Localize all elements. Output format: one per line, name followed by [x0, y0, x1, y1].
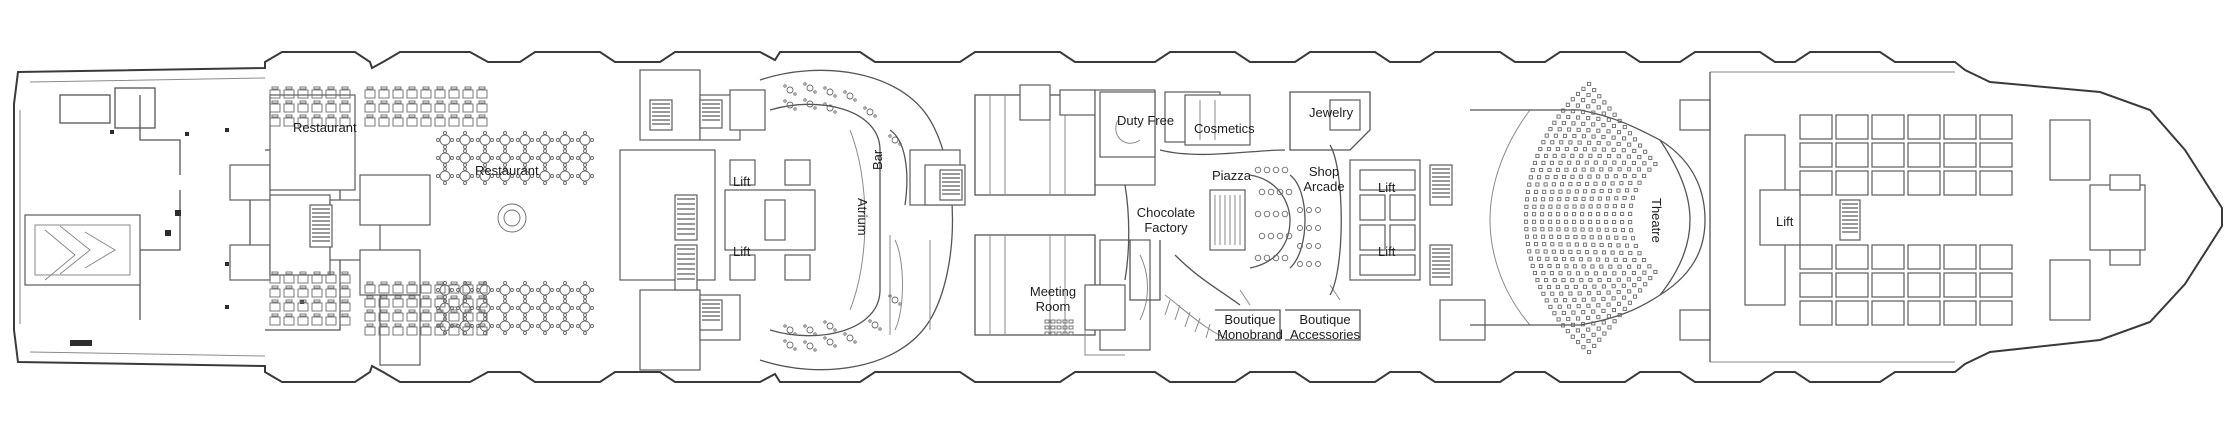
shops-north — [1099, 91, 1371, 158]
label-theatre: Theatre — [1649, 198, 1664, 243]
boutiques — [1215, 284, 1361, 341]
label-restaurant-aft: Restaurant — [293, 120, 357, 135]
forward-lift-lobby — [1329, 144, 1486, 341]
label-lift-2: Lift — [733, 244, 751, 259]
label-atrium: Atrium — [855, 198, 870, 236]
label-bar: Bar — [870, 149, 885, 170]
forward-cabins — [1709, 72, 2146, 362]
label-lift-1: Lift — [733, 174, 751, 189]
label-lift-3: Lift — [1378, 180, 1396, 195]
meeting-room-area — [1044, 284, 1126, 356]
midship-galley — [619, 69, 766, 371]
label-restaurant-mid: Restaurant — [475, 163, 539, 178]
label-jewelry: Jewelry — [1309, 105, 1354, 120]
aft-restaurant-seating — [269, 86, 488, 336]
stairs-aft — [309, 204, 333, 248]
labels: Restaurant Restaurant Lift Lift Atrium B… — [293, 105, 1794, 342]
atrium — [724, 69, 954, 371]
theatre — [1470, 99, 1711, 341]
piazza-seating — [1254, 166, 1321, 267]
label-lift-4: Lift — [1378, 244, 1396, 259]
piazza-area — [1124, 174, 1306, 341]
theatre-seating — [1523, 81, 1658, 355]
bar-area — [889, 129, 966, 206]
mid-restaurant-seating — [436, 131, 594, 335]
label-duty-free: Duty Free — [1117, 113, 1174, 128]
label-piazza: Piazza — [1212, 168, 1252, 183]
atrium-lounge-seating — [783, 82, 902, 352]
label-lift-fwd: Lift — [1776, 214, 1794, 229]
stern-area — [24, 87, 341, 346]
label-cosmetics: Cosmetics — [1194, 121, 1255, 136]
